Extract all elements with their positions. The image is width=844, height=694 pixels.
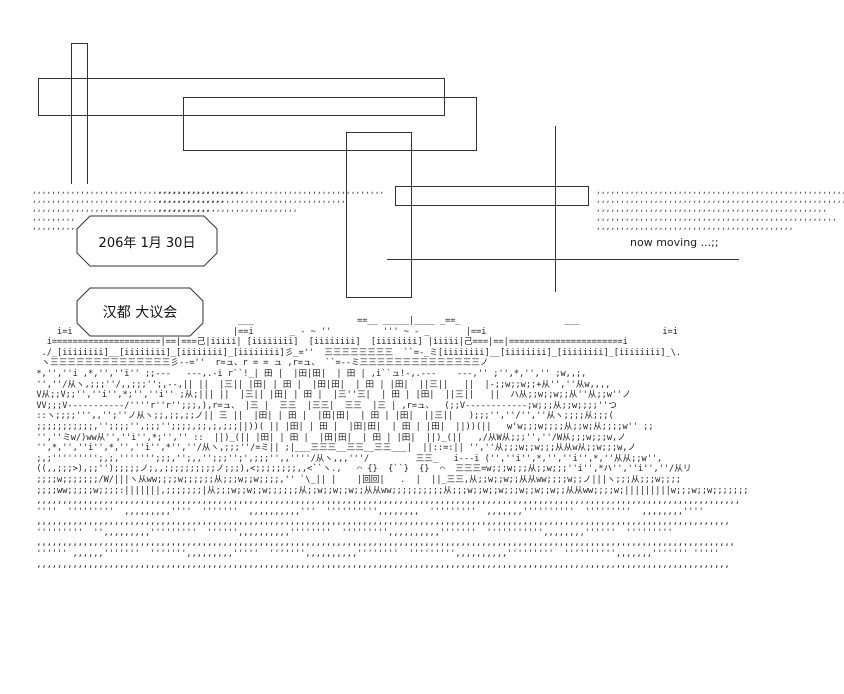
location-text: 汉都 大议会 (102, 305, 178, 321)
location-box-outline (76, 287, 204, 337)
date-box: 206年 1月 30日 (76, 215, 218, 267)
frame-vertical-left (71, 43, 88, 184)
location-box: 汉都 大议会 (76, 287, 204, 337)
date-box-outline (76, 215, 218, 267)
frame-vertical-center (346, 132, 412, 298)
middle-dot-hatch: ,,,,,,,,,,,,,,,,,,,,,,,,,,,,,,,,,,,,,,,,… (158, 186, 385, 213)
frame-bar-right (395, 186, 589, 206)
frame-vertical-right (555, 126, 556, 292)
date-text: 206年 1月 30日 (98, 235, 196, 251)
right-dot-hatch: ,,,,,,,,,,,,,,,,,,,,,,,,,,,,,,,,,,,,,,,,… (596, 186, 844, 231)
status-text: now moving ...;; (630, 236, 719, 249)
frame-bar-middle (183, 97, 477, 151)
palace-ascii-art: ___ ==__ _____|____ _==_ ___ i=i |==i _ … (36, 316, 749, 570)
frame-horizontal-right (387, 259, 739, 260)
